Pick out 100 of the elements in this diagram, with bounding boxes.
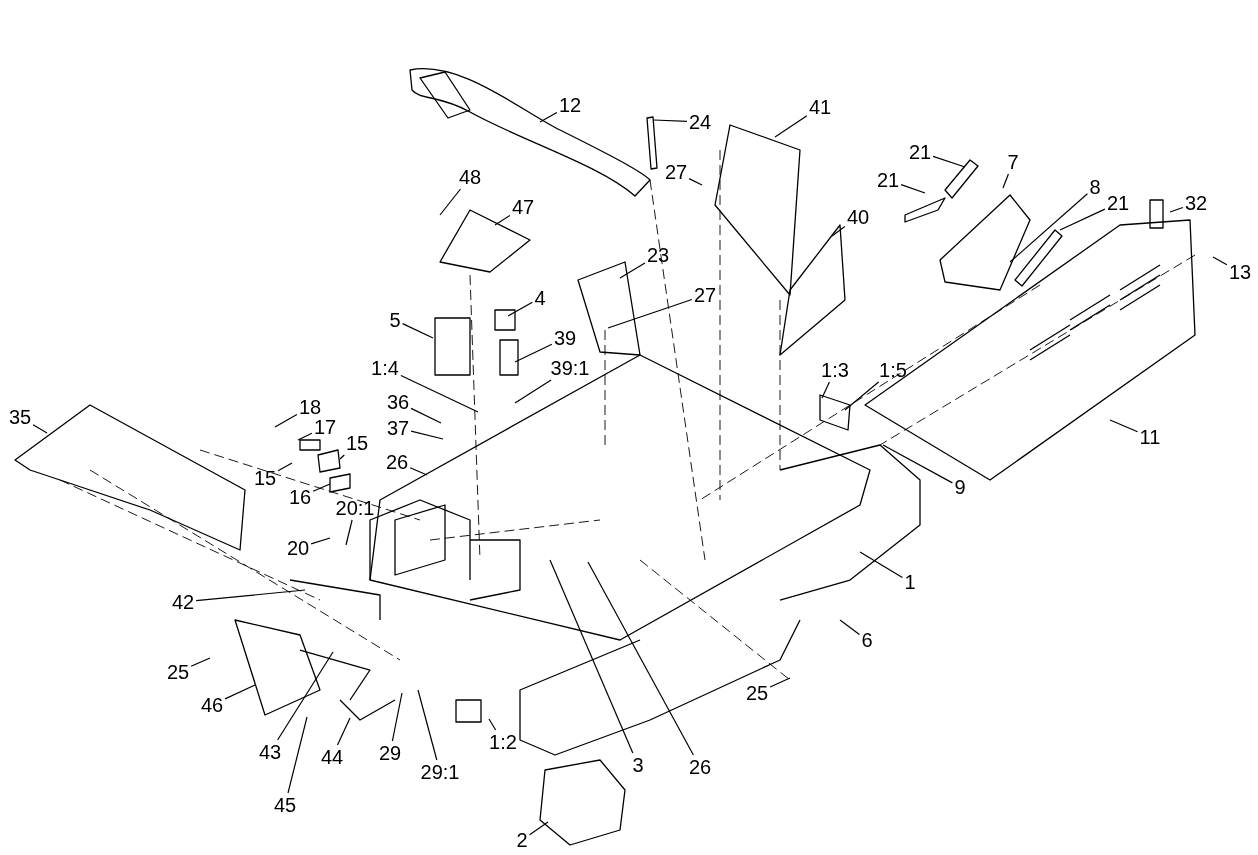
leader-line (409, 467, 428, 476)
callout-number: 15 (345, 432, 369, 454)
callout-number: 1:4 (371, 357, 399, 379)
callout-number: 37 (386, 417, 410, 439)
leader-line (882, 444, 953, 484)
callout-number: 24 (688, 111, 712, 133)
leader-line (345, 519, 353, 546)
callout-number: 16 (288, 486, 312, 508)
leader-line (514, 343, 553, 363)
callout-number: 1:2 (489, 731, 517, 753)
leader-line (310, 537, 331, 545)
leader-line (1009, 193, 1088, 263)
leader-line (549, 559, 634, 754)
leader-line (439, 188, 462, 216)
callout-number: 21 (876, 169, 900, 191)
leader-line (274, 413, 298, 428)
callout-number: 6 (861, 629, 873, 651)
callout-number: 25 (745, 682, 769, 704)
leader-line (900, 184, 926, 194)
callout-number: 44 (320, 746, 344, 768)
leader-line (336, 717, 351, 746)
leader-line (844, 381, 880, 411)
callout-number: 47 (511, 196, 535, 218)
callout-number: 21 (1106, 192, 1130, 214)
callout-number: 23 (646, 244, 670, 266)
callout-number: 39 (553, 327, 577, 349)
leader-line (587, 561, 694, 756)
leader-line (539, 111, 558, 123)
callout-number: 43 (258, 741, 282, 763)
callout-number: 7 (1007, 151, 1019, 173)
leader-line (402, 323, 434, 339)
callout-number: 13 (1228, 261, 1252, 283)
leader-line (607, 298, 693, 329)
leader-line (1212, 256, 1228, 266)
callout-number: 41 (808, 96, 832, 118)
callout-number: 15 (253, 467, 277, 489)
callout-number: 21 (908, 141, 932, 163)
callout-number: 25 (166, 661, 190, 683)
callout-number: 27 (693, 284, 717, 306)
leader-line (32, 424, 48, 434)
callout-number: 27 (664, 161, 688, 183)
leader-line (400, 374, 479, 413)
callout-number: 29:1 (420, 761, 460, 783)
leader-line (277, 462, 293, 472)
callout-number: 36 (386, 391, 410, 413)
leader-line (488, 718, 497, 731)
callout-number: 1:5 (879, 359, 907, 381)
callout-number: 26 (385, 451, 409, 473)
leader-line (494, 214, 511, 226)
leader-line (410, 430, 444, 440)
leader-line (831, 226, 846, 237)
callout-number: 3 (632, 754, 644, 776)
callout-number: 8 (1089, 176, 1101, 198)
callout-number: 26 (688, 756, 712, 778)
callout-number: 11 (1139, 426, 1161, 448)
callout-number: 45 (273, 794, 297, 816)
leader-line (391, 692, 403, 742)
callout-number: 1:3 (821, 359, 849, 381)
leader-line (619, 262, 646, 279)
callout-number: 18 (298, 396, 322, 418)
leader-line (859, 551, 903, 579)
callout-number: 40 (846, 206, 870, 228)
leader-line (339, 454, 345, 460)
callout-number: 4 (534, 287, 546, 309)
leader-line (1002, 173, 1009, 189)
leader-line (297, 432, 313, 441)
leader-line (653, 119, 688, 122)
leader-line (417, 689, 438, 761)
leader-line (1109, 419, 1139, 433)
leader-line (410, 407, 442, 424)
callout-number: 29 (378, 742, 402, 764)
callout-number: 12 (558, 94, 582, 116)
leader-line (688, 178, 703, 186)
leader-line (1059, 208, 1106, 231)
leader-line (529, 821, 549, 836)
leader-line (287, 716, 308, 794)
callout-number: 46 (200, 694, 224, 716)
leader-line (839, 619, 860, 635)
callout-number: 20:1 (335, 497, 375, 519)
callout-number: 2 (516, 829, 528, 851)
callout-number: 17 (313, 416, 337, 438)
callout-number: 20 (286, 537, 310, 559)
callout-number: 35 (8, 406, 32, 428)
callout-number: 9 (954, 476, 966, 498)
leader-line (821, 381, 830, 399)
leader-line (195, 589, 306, 602)
callout-number: 5 (389, 309, 401, 331)
leader-line (277, 651, 334, 741)
leader-line (224, 684, 256, 700)
callout-number: 32 (1184, 192, 1208, 214)
leader-line (507, 301, 533, 317)
leader-line (514, 379, 552, 404)
callout-number: 1 (904, 571, 916, 593)
callout-number: 48 (458, 166, 482, 188)
leader-line (774, 115, 808, 138)
leader-line (932, 155, 966, 168)
leader-line (1169, 206, 1184, 213)
leader-line (769, 677, 791, 688)
leader-line (312, 483, 331, 492)
callout-number: 39:1 (550, 357, 590, 379)
